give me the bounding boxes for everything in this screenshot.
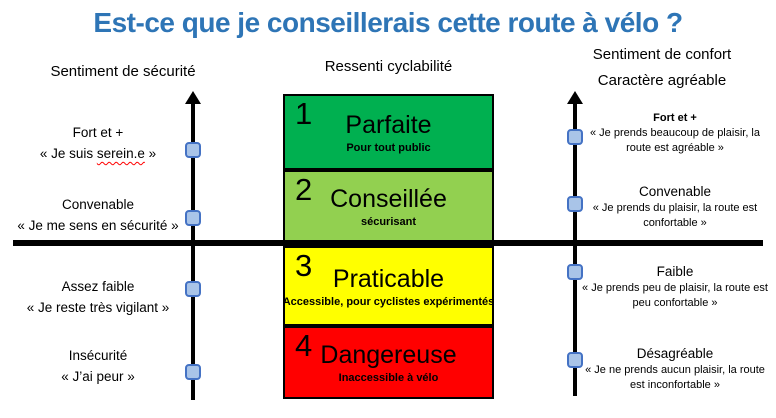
rating-label-2: Conseillée bbox=[330, 184, 447, 213]
security-level-label: Assez faible bbox=[61, 279, 135, 294]
security-column-header: Sentiment de sécurité bbox=[50, 63, 196, 80]
rating-subtitle-3: Accessible, pour cyclistes expérimentés bbox=[282, 295, 495, 308]
security-level-quote: « Je suis serein.e » bbox=[2, 143, 194, 164]
rating-label-3: Praticable bbox=[332, 264, 445, 293]
rating-subtitle-4: Inaccessible à vélo bbox=[338, 372, 439, 384]
comfort-level-label: Désagréable bbox=[636, 346, 714, 361]
comfort-level-desagreable: Désagréable « Je ne prends aucun plaisir… bbox=[578, 344, 772, 393]
rating-subtitle-1: Pour tout public bbox=[346, 141, 431, 154]
comfort-axis-line bbox=[573, 103, 577, 396]
security-level-assez-faible: Assez faible « Je reste très vigilant » bbox=[2, 276, 194, 318]
comfort-level-label: Convenable bbox=[638, 184, 712, 199]
rating-subtitle-2: sécurisant bbox=[360, 215, 417, 228]
spellcheck-marked-word: serein.e bbox=[96, 146, 145, 161]
security-level-convenable: Convenable « Je me sens en sécurité » bbox=[2, 194, 194, 236]
rating-box-dangereuse: 4 Dangereuse Inaccessible à vélo bbox=[283, 326, 494, 399]
rating-box-parfaite: 1 Parfaite Pour tout public bbox=[283, 94, 494, 170]
comfort-axis-marker-2 bbox=[567, 196, 583, 212]
comfort-level-label: Faible bbox=[656, 264, 694, 279]
rating-label-1: Parfaite bbox=[345, 110, 432, 139]
comfort-axis-arrow-up-icon bbox=[567, 91, 583, 104]
comfort-axis-marker-1 bbox=[567, 129, 583, 145]
security-axis-marker-1 bbox=[185, 142, 201, 158]
security-axis-marker-3 bbox=[185, 281, 201, 297]
security-level-quote: « Je me sens en sécurité » bbox=[17, 218, 179, 233]
comfort-level-convenable: Convenable « Je prends du plaisir, la ro… bbox=[578, 182, 772, 231]
comfort-axis-marker-4 bbox=[567, 352, 583, 368]
security-level-quote: « J’ai peur » bbox=[61, 369, 135, 384]
threshold-horizontal-line bbox=[13, 240, 763, 246]
security-axis-line bbox=[191, 103, 195, 400]
comfort-level-fort: Fort et + « Je prends beaucoup de plaisi… bbox=[578, 110, 772, 156]
rating-box-praticable: 3 Praticable Accessible, pour cyclistes … bbox=[283, 246, 494, 326]
rating-label-4: Dangereuse bbox=[320, 341, 457, 369]
security-level-insecurite: Insécurité « J’ai peur » bbox=[2, 345, 194, 387]
rating-number-2: 2 bbox=[295, 172, 313, 207]
quote-before: « Je suis bbox=[39, 146, 97, 161]
comfort-header-line2: Caractère agréable bbox=[597, 72, 727, 89]
rating-number-1: 1 bbox=[295, 96, 313, 131]
security-level-fort: Fort et + « Je suis serein.e » bbox=[2, 122, 194, 164]
security-level-label: Insécurité bbox=[68, 348, 128, 363]
rating-box-conseillee: 2 Conseillée sécurisant bbox=[283, 170, 494, 242]
rating-number-4: 4 bbox=[295, 328, 313, 363]
comfort-level-quote: « Je prends beaucoup de plaisir, la rout… bbox=[589, 127, 760, 154]
comfort-level-faible: Faible « Je prends peu de plaisir, la ro… bbox=[578, 262, 772, 311]
comfort-level-label: Fort et + bbox=[653, 112, 697, 124]
security-level-label: Fort et + bbox=[72, 125, 124, 140]
comfort-level-quote: « Je prends peu de plaisir, la route est… bbox=[582, 282, 768, 309]
comfort-level-quote: « Je prends du plaisir, la route est con… bbox=[592, 202, 758, 229]
comfort-axis-marker-3 bbox=[567, 264, 583, 280]
comfort-header-line1: Sentiment de confort bbox=[592, 46, 732, 63]
cyclability-column-header: Ressenti cyclabilité bbox=[324, 58, 453, 75]
comfort-level-quote: « Je ne prends aucun plaisir, la route e… bbox=[585, 364, 765, 391]
quote-after: » bbox=[144, 146, 157, 161]
security-axis-marker-4 bbox=[185, 364, 201, 380]
security-axis-arrow-up-icon bbox=[185, 91, 201, 104]
page-title: Est-ce que je conseillerais cette route … bbox=[93, 7, 683, 38]
comfort-column-header: Sentiment de confort Caractère agréable bbox=[553, 42, 771, 94]
security-level-label: Convenable bbox=[61, 197, 135, 212]
security-axis-marker-2 bbox=[185, 210, 201, 226]
security-level-quote: « Je reste très vigilant » bbox=[26, 300, 170, 315]
rating-number-3: 3 bbox=[295, 248, 313, 283]
